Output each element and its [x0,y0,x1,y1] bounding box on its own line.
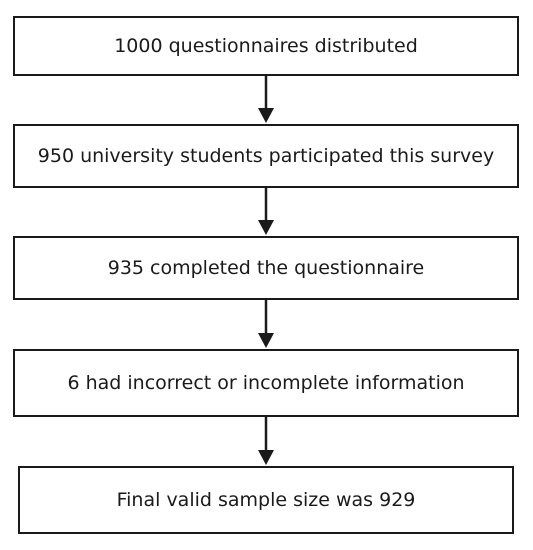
step-box-distributed: 1000 questionnaires distributed [13,16,519,76]
arrow-3-to-4 [258,300,274,348]
step-label-excluded: 6 had incorrect or incomplete informatio… [67,372,465,394]
arrow-2-to-3 [258,188,274,235]
step-label-participated: 950 university students participated thi… [37,145,495,167]
arrow-1-to-2 [258,76,274,123]
step-box-final-sample: Final valid sample size was 929 [18,466,514,534]
step-box-completed: 935 completed the questionnaire [13,236,519,300]
arrow-4-to-5 [258,417,274,465]
step-label-distributed: 1000 questionnaires distributed [114,35,418,57]
step-box-participated: 950 university students participated thi… [13,124,519,188]
step-label-final-sample: Final valid sample size was 929 [116,489,416,511]
step-box-excluded: 6 had incorrect or incomplete informatio… [13,349,519,417]
step-label-completed: 935 completed the questionnaire [107,257,425,279]
